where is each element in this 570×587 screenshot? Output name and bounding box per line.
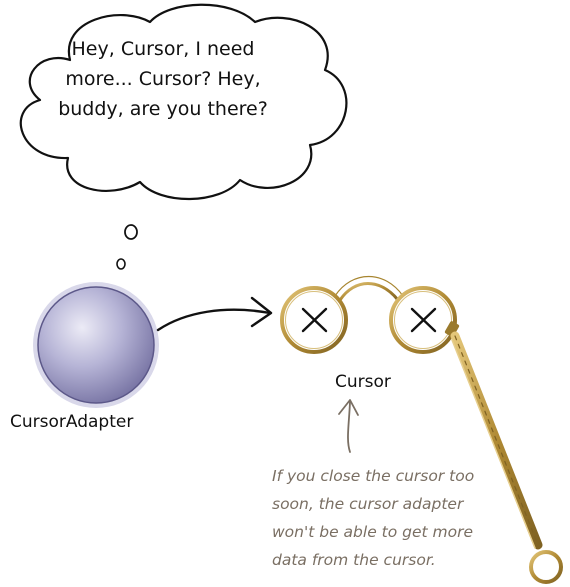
cursor-label: Cursor bbox=[335, 372, 391, 392]
thought-line: Hey, Cursor, I need bbox=[71, 38, 255, 60]
thought-line: more... Cursor? Hey, bbox=[65, 68, 261, 90]
thought-cloud bbox=[19, 3, 348, 201]
thought-bubble-text: Hey, Cursor, I need more... Cursor? Hey,… bbox=[40, 34, 286, 124]
cursor-adapter-sphere bbox=[37, 286, 155, 404]
arrow-head-icon bbox=[250, 296, 273, 328]
thought-trail-circle-small bbox=[116, 258, 126, 270]
annotation-note: If you close the cursor too soon, the cu… bbox=[272, 462, 570, 574]
adapter-to-cursor-arrow bbox=[156, 308, 272, 332]
cursor-adapter-label: CursorAdapter bbox=[10, 412, 134, 432]
right-lens-x-icon bbox=[410, 307, 437, 333]
annotation-line: soon, the cursor adapter bbox=[272, 495, 464, 513]
annotation-arrow-head-icon bbox=[338, 399, 359, 416]
annotation-line: won't be able to get more bbox=[272, 523, 474, 541]
annotation-line: If you close the cursor too bbox=[272, 467, 475, 485]
thought-trail-circle-large bbox=[124, 224, 138, 240]
thought-line: buddy, are you there? bbox=[58, 98, 268, 120]
annotation-arrow-shaft bbox=[347, 401, 351, 453]
left-lens-x-icon bbox=[301, 307, 328, 333]
annotation-line: data from the cursor. bbox=[272, 551, 436, 569]
